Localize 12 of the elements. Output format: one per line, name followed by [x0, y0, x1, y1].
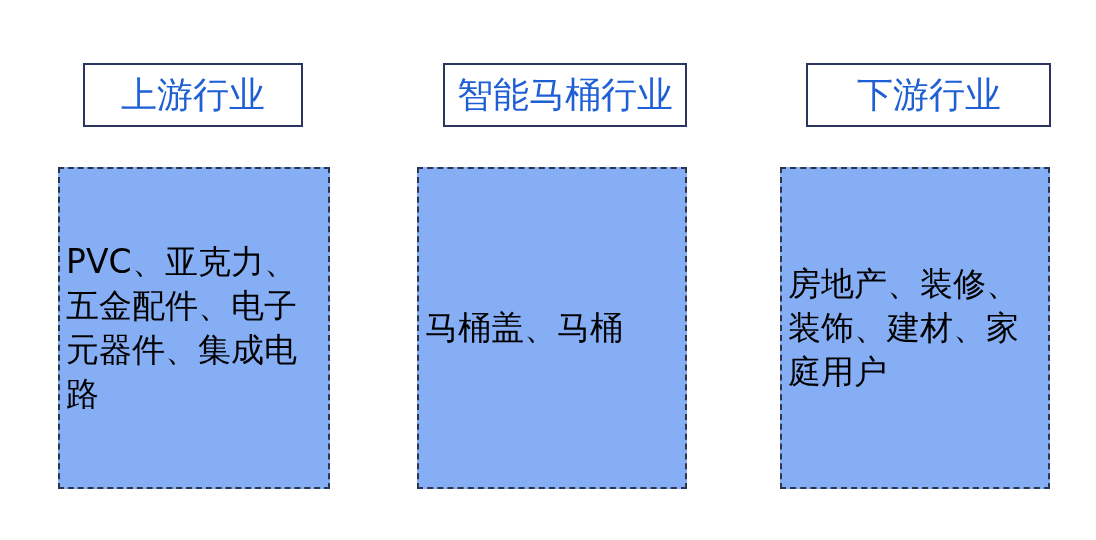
category-box [417, 167, 687, 489]
body-text: 房地产、装修、装饰、建材、家庭用户 [788, 263, 1020, 393]
category-box [58, 167, 330, 489]
category-box [780, 167, 1050, 489]
heading-text: 下游行业 [856, 72, 1001, 117]
heading-text: 上游行业 [121, 72, 265, 117]
body-text: PVC、亚克力、五金配件、电子元器件、集成电路 [66, 241, 298, 415]
heading-box [443, 63, 687, 127]
heading-text: 智能马桶行业 [457, 72, 673, 117]
heading-box [83, 63, 303, 127]
body-text: 马桶盖、马桶 [425, 307, 623, 349]
heading-box [806, 63, 1051, 127]
